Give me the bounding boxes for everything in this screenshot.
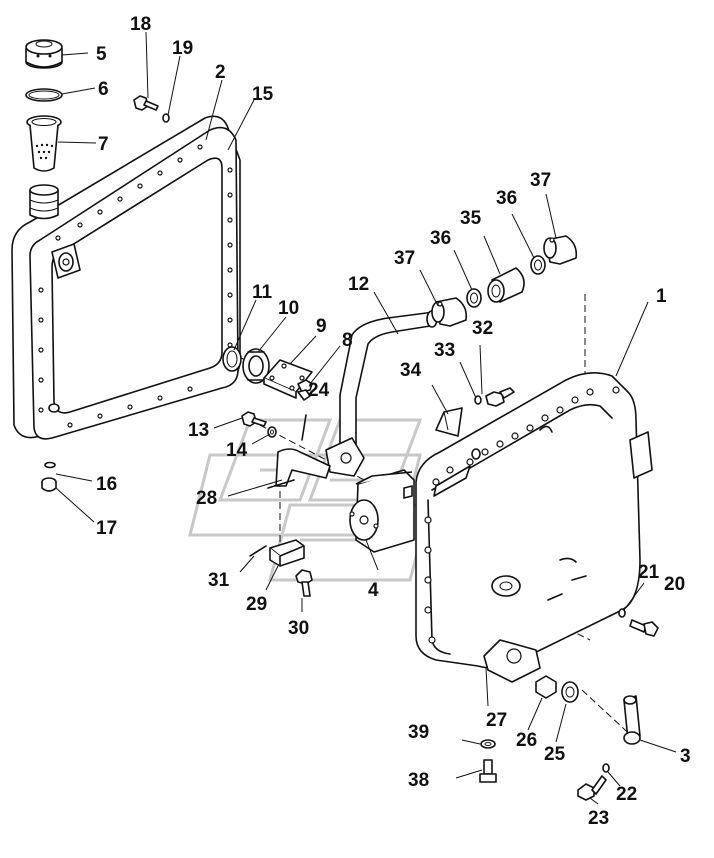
callout-18: 18 — [130, 14, 151, 35]
callout-38: 38 — [408, 770, 429, 791]
leader-lines — [55, 31, 677, 805]
washer-25 — [561, 681, 579, 703]
callout-labels: 1 2 3 4 5 6 7 8 9 10 11 12 13 14 15 16 1… — [96, 14, 691, 829]
callout-35: 35 — [460, 208, 482, 229]
o-ring-16 — [44, 461, 56, 469]
valve-block-4 — [349, 469, 415, 553]
callout-19: 19 — [172, 38, 193, 59]
callout-26: 26 — [516, 730, 537, 751]
callout-13: 13 — [188, 420, 209, 441]
callout-7: 7 — [98, 134, 109, 155]
washer-14 — [267, 426, 277, 438]
callout-28: 28 — [196, 488, 217, 509]
callout-10: 10 — [278, 298, 299, 319]
clamp-37-b — [543, 235, 578, 265]
callout-2: 2 — [215, 62, 226, 83]
strainer-part — [26, 115, 62, 172]
callout-20: 20 — [664, 574, 685, 595]
bolt-32 — [485, 387, 515, 407]
callout-30: 30 — [288, 618, 309, 639]
seal-11 — [222, 346, 242, 372]
washer-33 — [474, 395, 482, 405]
tank-part — [11, 115, 241, 440]
plug-17 — [41, 477, 57, 492]
lever-28 — [267, 448, 331, 489]
pin-22 — [602, 763, 610, 773]
seal-36-b — [530, 255, 546, 275]
bolt-23 — [577, 775, 607, 801]
bolt-20 — [629, 619, 659, 637]
callout-32: 32 — [472, 318, 493, 339]
tank-part-1 — [415, 372, 653, 683]
clamp-37-a — [431, 297, 468, 327]
callout-37-b: 37 — [530, 170, 551, 191]
bracket-34 — [435, 407, 463, 437]
callout-39: 39 — [408, 722, 429, 743]
callout-16: 16 — [96, 474, 117, 495]
flange-10 — [242, 348, 270, 384]
callout-31: 31 — [208, 570, 230, 591]
bolt-18 — [133, 95, 159, 111]
nut-24 — [297, 389, 311, 401]
callout-3: 3 — [680, 746, 691, 767]
callout-36-a: 36 — [430, 228, 451, 249]
callout-36-b: 36 — [496, 188, 517, 209]
callout-21: 21 — [638, 562, 660, 583]
callout-5: 5 — [96, 44, 107, 65]
seal-36-a — [466, 288, 482, 308]
washer-21 — [618, 608, 626, 618]
bushing-26 — [535, 675, 557, 699]
callout-12: 12 — [348, 274, 369, 295]
pin-31 — [249, 545, 267, 557]
callout-15: 15 — [252, 84, 274, 105]
sleeve-35 — [487, 267, 525, 303]
callout-11: 11 — [252, 282, 273, 303]
bolt-38 — [479, 759, 497, 783]
block-29 — [269, 539, 305, 567]
callout-14: 14 — [226, 440, 248, 461]
callout-37-a: 37 — [394, 248, 415, 269]
bolt-13 — [241, 411, 267, 427]
washer-39 — [480, 739, 496, 749]
callout-4: 4 — [368, 580, 379, 601]
callout-33: 33 — [434, 340, 455, 361]
washer-19 — [162, 113, 170, 123]
callout-29: 29 — [246, 594, 267, 615]
callout-22: 22 — [616, 784, 637, 805]
bolt-30 — [295, 569, 313, 597]
callout-17: 17 — [96, 518, 117, 539]
callout-24: 24 — [308, 380, 330, 401]
cap-part — [25, 39, 63, 69]
callout-34: 34 — [400, 360, 422, 381]
lever-3 — [623, 695, 641, 745]
o-ring-part — [25, 88, 63, 102]
callout-23: 23 — [588, 808, 609, 829]
callout-8: 8 — [342, 330, 353, 351]
callout-9: 9 — [316, 316, 327, 337]
callout-1: 1 — [656, 286, 667, 307]
callout-6: 6 — [98, 79, 109, 100]
callout-25: 25 — [544, 744, 566, 765]
callout-27: 27 — [486, 710, 507, 731]
